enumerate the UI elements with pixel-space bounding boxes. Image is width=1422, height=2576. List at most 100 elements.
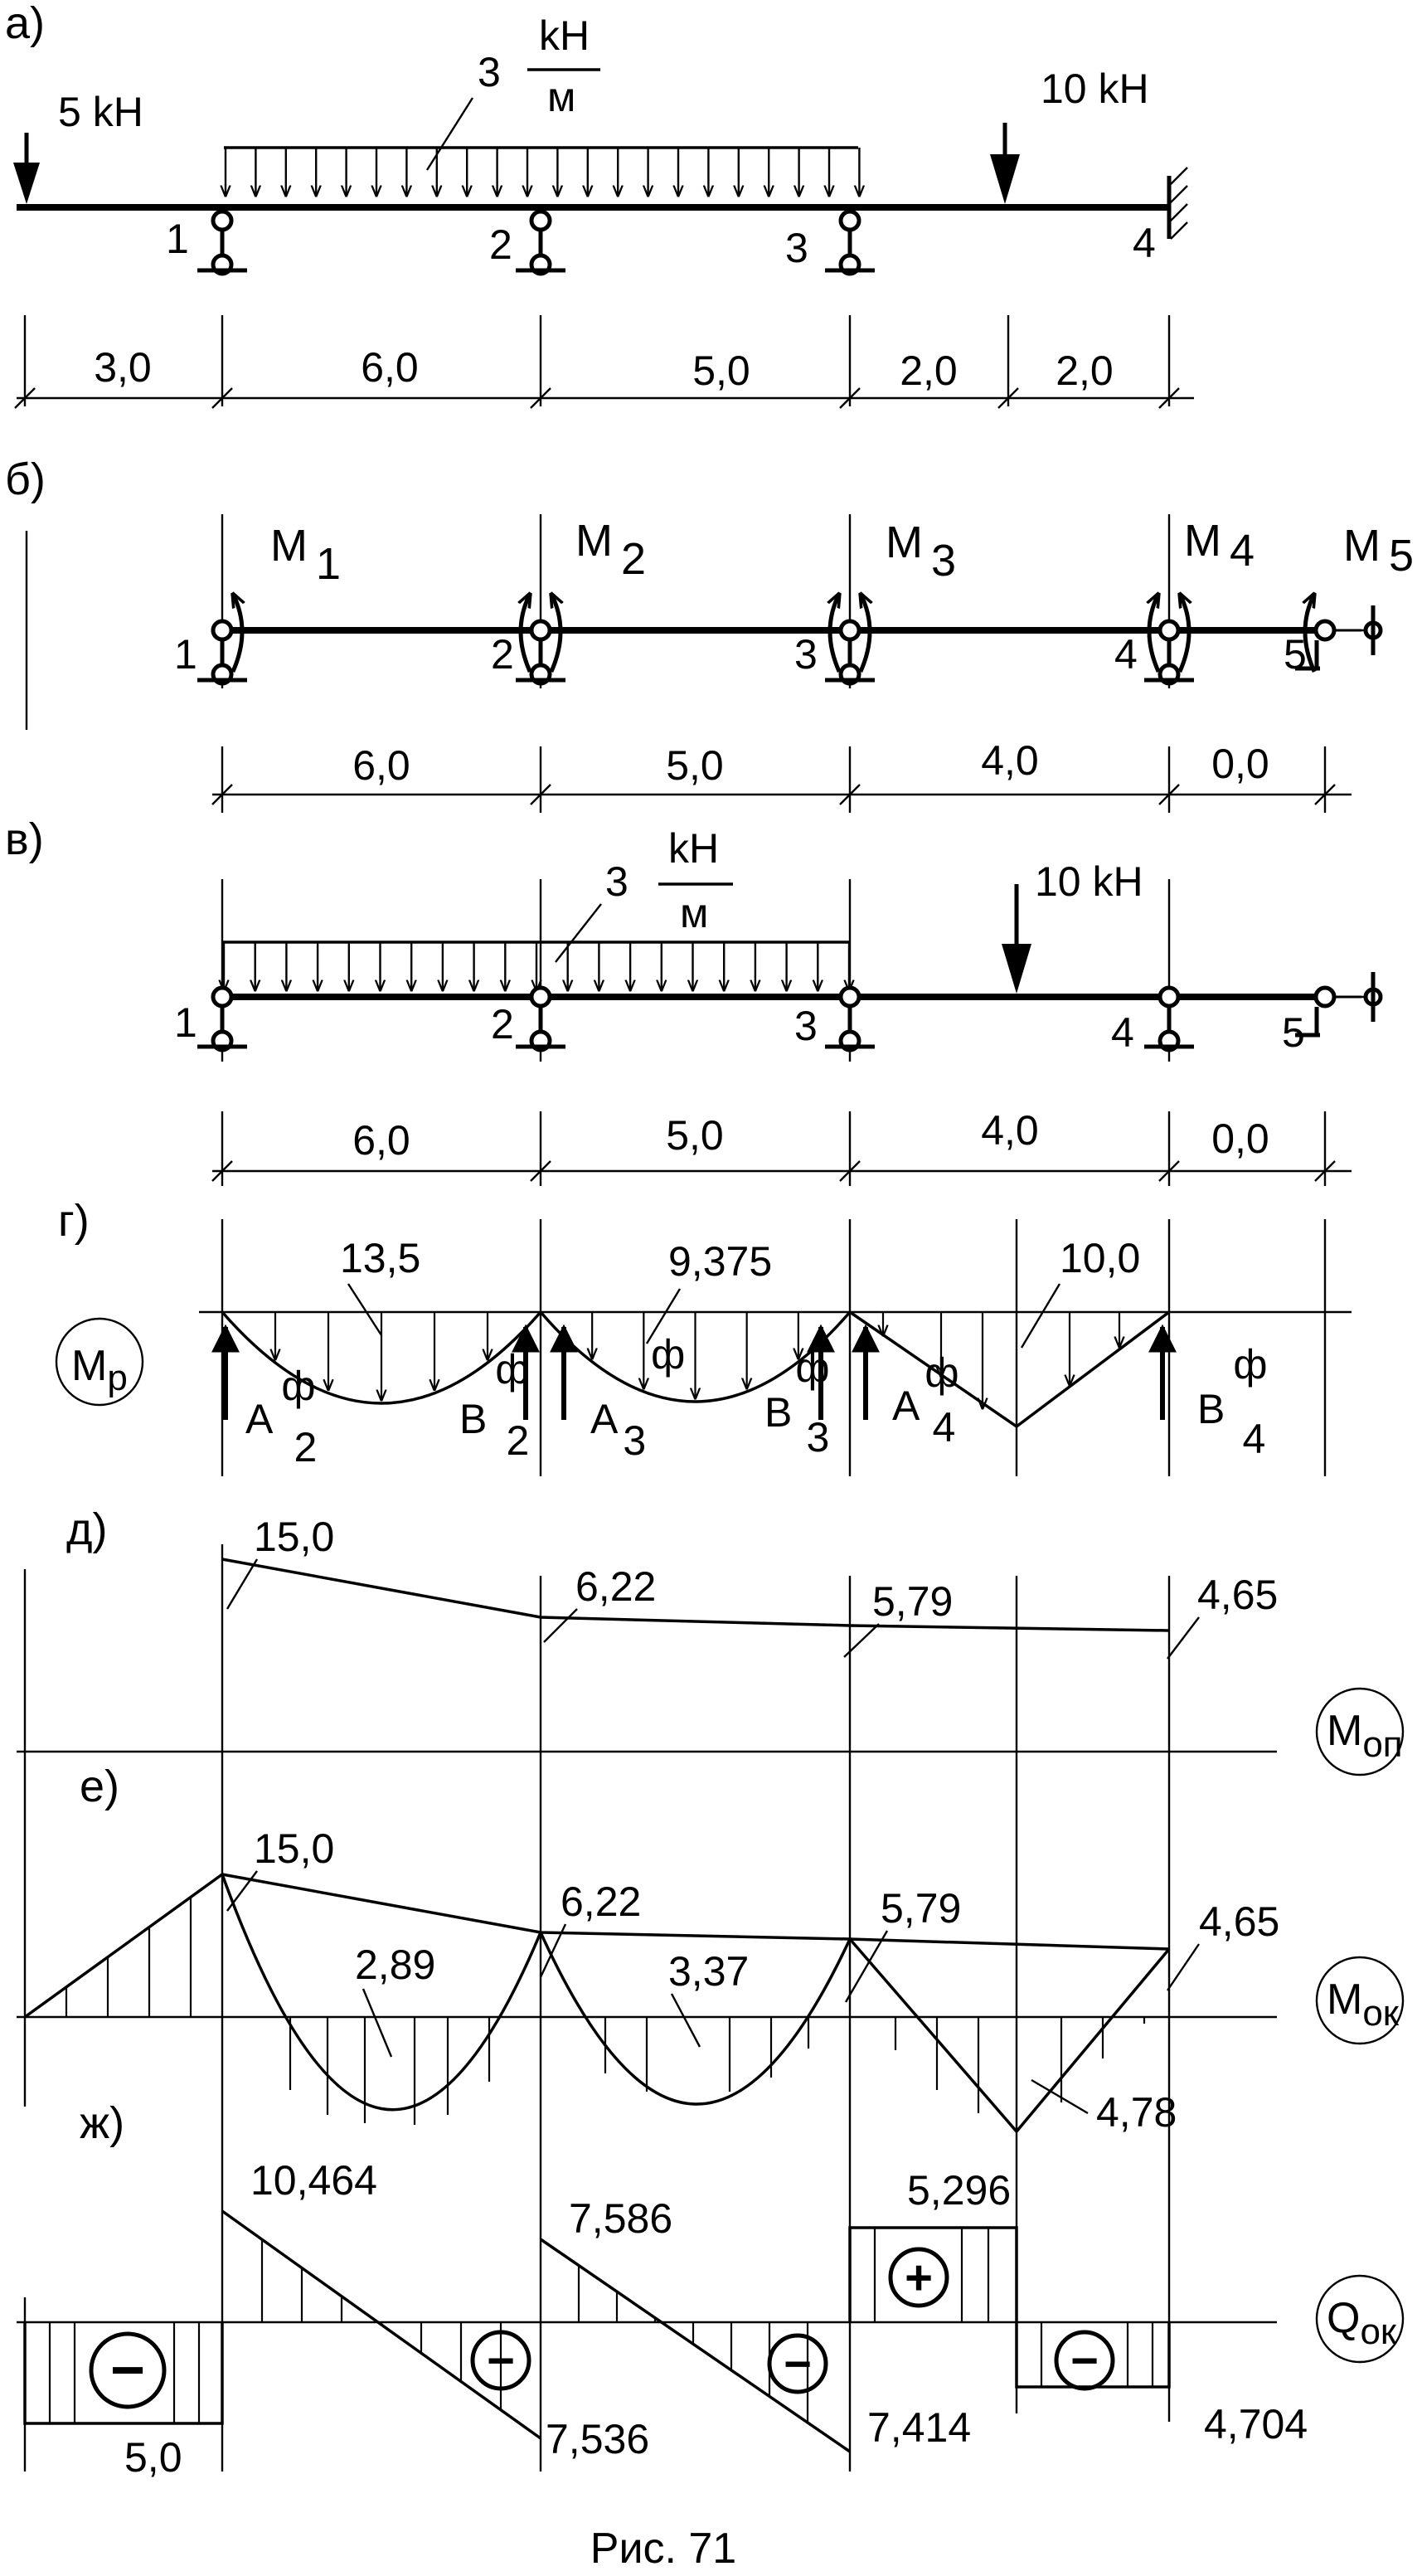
mok-value-15: 15,0	[254, 1825, 334, 1872]
mok-curve-1	[221, 1874, 542, 2112]
udl-a-value: 3	[478, 49, 501, 95]
moment-arrow	[830, 594, 839, 673]
dim-b-3: 4,0	[981, 737, 1039, 784]
load-left-label: 5 kH	[58, 89, 143, 135]
support-a-2: 2	[489, 221, 512, 268]
support-v-pin-2	[516, 985, 565, 1052]
qok-value-7414: 7,414	[867, 2404, 971, 2451]
dim-v-2: 5,0	[666, 1112, 724, 1159]
support-a-pin-1	[197, 209, 247, 276]
dim-a-2: 6,0	[361, 344, 419, 391]
load-v-label: 10 kH	[1035, 858, 1143, 905]
panel-e-label: е)	[80, 1762, 119, 1811]
moment-arrow	[551, 594, 561, 673]
support-b-5: 5	[1284, 631, 1307, 678]
qok-value-10464: 10,464	[250, 2157, 377, 2204]
mop-value-1: 15,0	[254, 1514, 334, 1560]
udl-a	[224, 146, 859, 196]
fixed-support-a	[1167, 167, 1188, 240]
mp-circle-label: Mp	[71, 1342, 128, 1398]
qok-circle-label: Qок	[1327, 2294, 1397, 2352]
load-right-label: 10 kH	[1041, 66, 1149, 112]
panel-v: в) 3 kH м 10 kH 1 2 3 4 5	[5, 814, 1383, 1186]
support-b-1: 1	[174, 631, 197, 678]
moment-arrow	[233, 594, 242, 673]
support-b-2: 2	[491, 631, 514, 678]
qok-line-2	[540, 2238, 851, 2453]
dim-v-3: 4,0	[981, 1107, 1039, 1154]
support-v-5: 5	[1282, 1009, 1305, 1056]
supports-b	[197, 605, 1383, 686]
moment-arrows-b	[233, 594, 1314, 673]
udl-v-label: 3 kH м	[555, 825, 733, 963]
panel-d-label: д)	[66, 1504, 108, 1554]
load-5kh: 5 kH	[13, 89, 143, 204]
dims-v: 6,0 5,0 4,0 0,0	[211, 1107, 1352, 1186]
support-b-pin-3	[825, 619, 875, 686]
support-v-pin-4	[1144, 985, 1194, 1052]
udl-v	[222, 940, 850, 990]
panel-a: а) 5 kH 10 kH 3 kH м 1 2 3	[5, 0, 1194, 409]
udl-v-unit-top: kH	[668, 825, 719, 872]
mok-value-289: 2,89	[355, 1942, 435, 1988]
support-v-pin-5	[1295, 972, 1383, 1038]
dims-a: 3,0 6,0 5,0 2,0 2,0	[14, 315, 1194, 409]
mp-value-1: 13,5	[340, 1235, 420, 1281]
mp-parabola-1	[221, 1310, 542, 1405]
mok-value-622: 6,22	[561, 1879, 641, 1925]
support-a-3: 3	[785, 225, 808, 271]
mok-value-337: 3,37	[668, 1948, 749, 1995]
supports-a	[197, 209, 875, 276]
udl-a-unit-top: kH	[539, 12, 590, 59]
qok-value-50: 5,0	[124, 2434, 182, 2481]
reaction-arrows-g	[211, 1324, 1177, 1420]
qok-value-7536: 7,536	[546, 2416, 649, 2462]
qok-value-5296: 5,296	[907, 2167, 1011, 2214]
mp-parabola-2	[539, 1310, 852, 1403]
dim-v-4: 0,0	[1211, 1115, 1269, 1162]
udl-a-unit-bottom: м	[547, 74, 575, 120]
mok-value-579: 5,79	[881, 1885, 961, 1932]
qok-rect-plus	[848, 2226, 1018, 2322]
panel-e: е) Mок 15,0 6,22 5,79 4,65 2,89 3,37 4,7…	[17, 1762, 1405, 2136]
mop-value-2: 6,22	[575, 1563, 656, 1610]
support-b-pin-1	[197, 619, 247, 686]
mp-triangle	[849, 1310, 1171, 1429]
mok-value-465: 4,65	[1199, 1898, 1279, 1945]
udl-v-unit-bottom: м	[680, 890, 708, 936]
sign-1: −	[110, 2337, 145, 2403]
mok-curve-2	[539, 1932, 852, 2106]
moment-arrow	[1149, 594, 1158, 673]
mp-value-3: 10,0	[1060, 1235, 1140, 1281]
panel-zh: ж) Qок 10,464 7,536 7,586 7,414 5,296 4,…	[17, 2098, 1405, 2481]
panel-v-label: в)	[5, 814, 44, 864]
sign-5: −	[1070, 2334, 1099, 2388]
support-a-pin-2	[516, 209, 565, 276]
dim-b-1: 6,0	[352, 742, 410, 789]
dim-a-5: 2,0	[1056, 348, 1114, 394]
mop-circle-label: Mоп	[1327, 1707, 1403, 1765]
mok-diagram	[23, 1873, 1171, 2134]
load-10kh-a: 10 kH	[990, 66, 1149, 204]
panel-g-label: г)	[58, 1196, 90, 1246]
dim-a-4: 2,0	[900, 348, 958, 394]
qok-diagram	[23, 2209, 1171, 2453]
qok-circle: Qок	[1315, 2274, 1405, 2364]
support-v-1: 1	[174, 999, 197, 1046]
load-10kh-v: 10 kH	[1002, 858, 1143, 994]
support-v-pin-1	[197, 985, 247, 1052]
panel-b-label: б)	[5, 454, 46, 504]
sign-3: −	[784, 2337, 812, 2391]
dims-b: 6,0 5,0 4,0 0,0	[211, 737, 1352, 813]
supports-v	[197, 972, 1383, 1052]
